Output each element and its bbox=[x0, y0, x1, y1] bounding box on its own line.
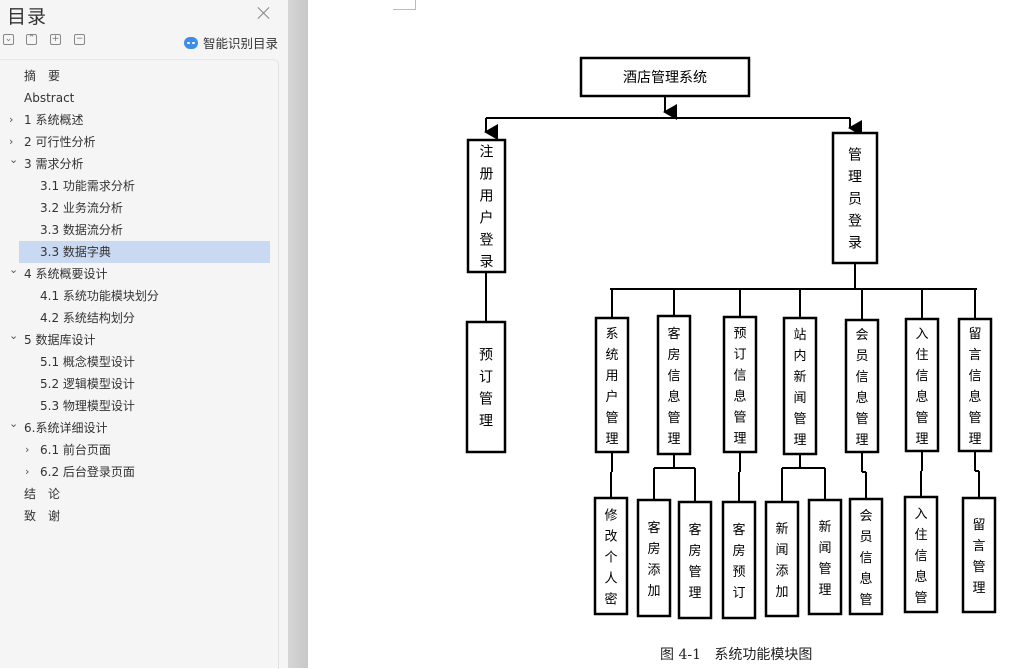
chevron-down-icon[interactable]: ⌄ bbox=[9, 417, 19, 430]
toc-item-label: 4.2 系统结构划分 bbox=[40, 311, 135, 325]
add-level-button[interactable]: + bbox=[50, 34, 61, 45]
toc-item-label: 摘 要 bbox=[24, 69, 61, 83]
toc-item-label: 5.3 物理模型设计 bbox=[40, 399, 135, 413]
chevron-up-icon: ⌃ bbox=[27, 34, 36, 44]
toc-item[interactable]: 3.3 数据流分析 bbox=[0, 219, 278, 241]
chevron-down-icon[interactable]: ⌄ bbox=[9, 329, 19, 342]
toc-item[interactable]: ⌄ 5 数据库设计 bbox=[0, 329, 278, 351]
document-page bbox=[308, 0, 1014, 668]
toc-item[interactable]: › 6.1 前台页面 bbox=[0, 439, 278, 461]
toc-item[interactable]: 3.3 数据字典 bbox=[19, 241, 270, 263]
page-corner-mark bbox=[393, 0, 416, 10]
toc-item[interactable]: 摘 要 bbox=[0, 65, 278, 87]
toc-item[interactable]: 4.2 系统结构划分 bbox=[0, 307, 278, 329]
toc-item-label: 3.1 功能需求分析 bbox=[40, 179, 135, 193]
toc-item[interactable]: 5.1 概念模型设计 bbox=[0, 351, 278, 373]
toc-item-label: 3 需求分析 bbox=[24, 157, 84, 171]
toc-item[interactable]: Abstract bbox=[0, 87, 278, 109]
expand-button[interactable]: ⌃ bbox=[26, 34, 37, 45]
minus-icon: − bbox=[75, 34, 84, 44]
toc-item-label: 4 系统概要设计 bbox=[24, 267, 108, 281]
chevron-down-icon[interactable]: ⌄ bbox=[9, 153, 19, 166]
toc-item-label: 致 谢 bbox=[24, 509, 61, 523]
toc-item[interactable]: › 6.2 后台登录页面 bbox=[0, 461, 278, 483]
sidebar-title: 目录 bbox=[7, 6, 48, 28]
toc-item[interactable]: 3.2 业务流分析 bbox=[0, 197, 278, 219]
remove-level-button[interactable]: − bbox=[74, 34, 85, 45]
toc-item-label: 结 论 bbox=[24, 487, 61, 501]
toc-item[interactable]: 5.3 物理模型设计 bbox=[0, 395, 278, 417]
toc-item[interactable]: › 2 可行性分析 bbox=[0, 131, 278, 153]
toc-item-label: 3.2 业务流分析 bbox=[40, 201, 123, 215]
figure-caption: 图 4-1 系统功能模块图 bbox=[660, 647, 813, 663]
toc-item-label: 4.1 系统功能模块划分 bbox=[40, 289, 159, 303]
toc-list: 摘 要 Abstract › 1 系统概述 › 2 可行性分析 ⌄ 3 需求分析 3.1 功能需… bbox=[0, 65, 278, 527]
toc-item-label: 2 可行性分析 bbox=[24, 135, 96, 149]
toc-item-label: 3.3 数据字典 bbox=[40, 245, 111, 259]
toc-item-label: 1 系统概述 bbox=[24, 113, 84, 127]
collapse-all-button[interactable]: ⌄ bbox=[3, 34, 14, 45]
toc-item-label: 3.3 数据流分析 bbox=[40, 223, 123, 237]
toc-item[interactable]: 4.1 系统功能模块划分 bbox=[0, 285, 278, 307]
toc-item[interactable]: ⌄ 3 需求分析 bbox=[0, 153, 278, 175]
toc-item[interactable]: 5.2 逻辑模型设计 bbox=[0, 373, 278, 395]
toc-item-label: 6.1 前台页面 bbox=[40, 443, 111, 457]
toc-item[interactable]: ⌄ 4 系统概要设计 bbox=[0, 263, 278, 285]
toc-item[interactable]: 3.1 功能需求分析 bbox=[0, 175, 278, 197]
plus-icon: + bbox=[51, 34, 60, 44]
toc-item[interactable]: 结 论 bbox=[0, 483, 278, 505]
chevron-right-icon[interactable]: › bbox=[25, 443, 30, 456]
smart-ai-icon bbox=[184, 36, 198, 49]
toc-sidebar: 目录 ⌄ ⌃ + − 智能识别目录 摘 要 Abstract › 1 系统概述 › 2 可… bbox=[0, 0, 288, 669]
toc-panel bbox=[0, 59, 279, 669]
toc-item[interactable]: 致 谢 bbox=[0, 505, 278, 527]
chevron-right-icon[interactable]: › bbox=[25, 465, 30, 478]
toc-item[interactable]: › 1 系统概述 bbox=[0, 109, 278, 131]
toc-item-label: 5.2 逻辑模型设计 bbox=[40, 377, 135, 391]
panel-splitter[interactable] bbox=[288, 0, 308, 668]
chevron-down-icon[interactable]: ⌄ bbox=[9, 263, 19, 276]
toc-item-label: 5 数据库设计 bbox=[24, 333, 96, 347]
toc-item-label: 6.系统详细设计 bbox=[24, 421, 108, 435]
toc-item[interactable]: ⌄ 6.系统详细设计 bbox=[0, 417, 278, 439]
chevron-right-icon[interactable]: › bbox=[9, 113, 14, 126]
smart-toc-button[interactable]: 智能识别目录 bbox=[184, 33, 278, 52]
toc-item-label: Abstract bbox=[24, 91, 75, 105]
toc-item-label: 6.2 后台登录页面 bbox=[40, 465, 135, 479]
close-icon[interactable] bbox=[257, 6, 271, 20]
smart-toc-label: 智能识别目录 bbox=[203, 36, 279, 51]
chevron-right-icon[interactable]: › bbox=[9, 135, 14, 148]
toc-item-label: 5.1 概念模型设计 bbox=[40, 355, 135, 369]
chevron-down-icon: ⌄ bbox=[4, 34, 13, 44]
